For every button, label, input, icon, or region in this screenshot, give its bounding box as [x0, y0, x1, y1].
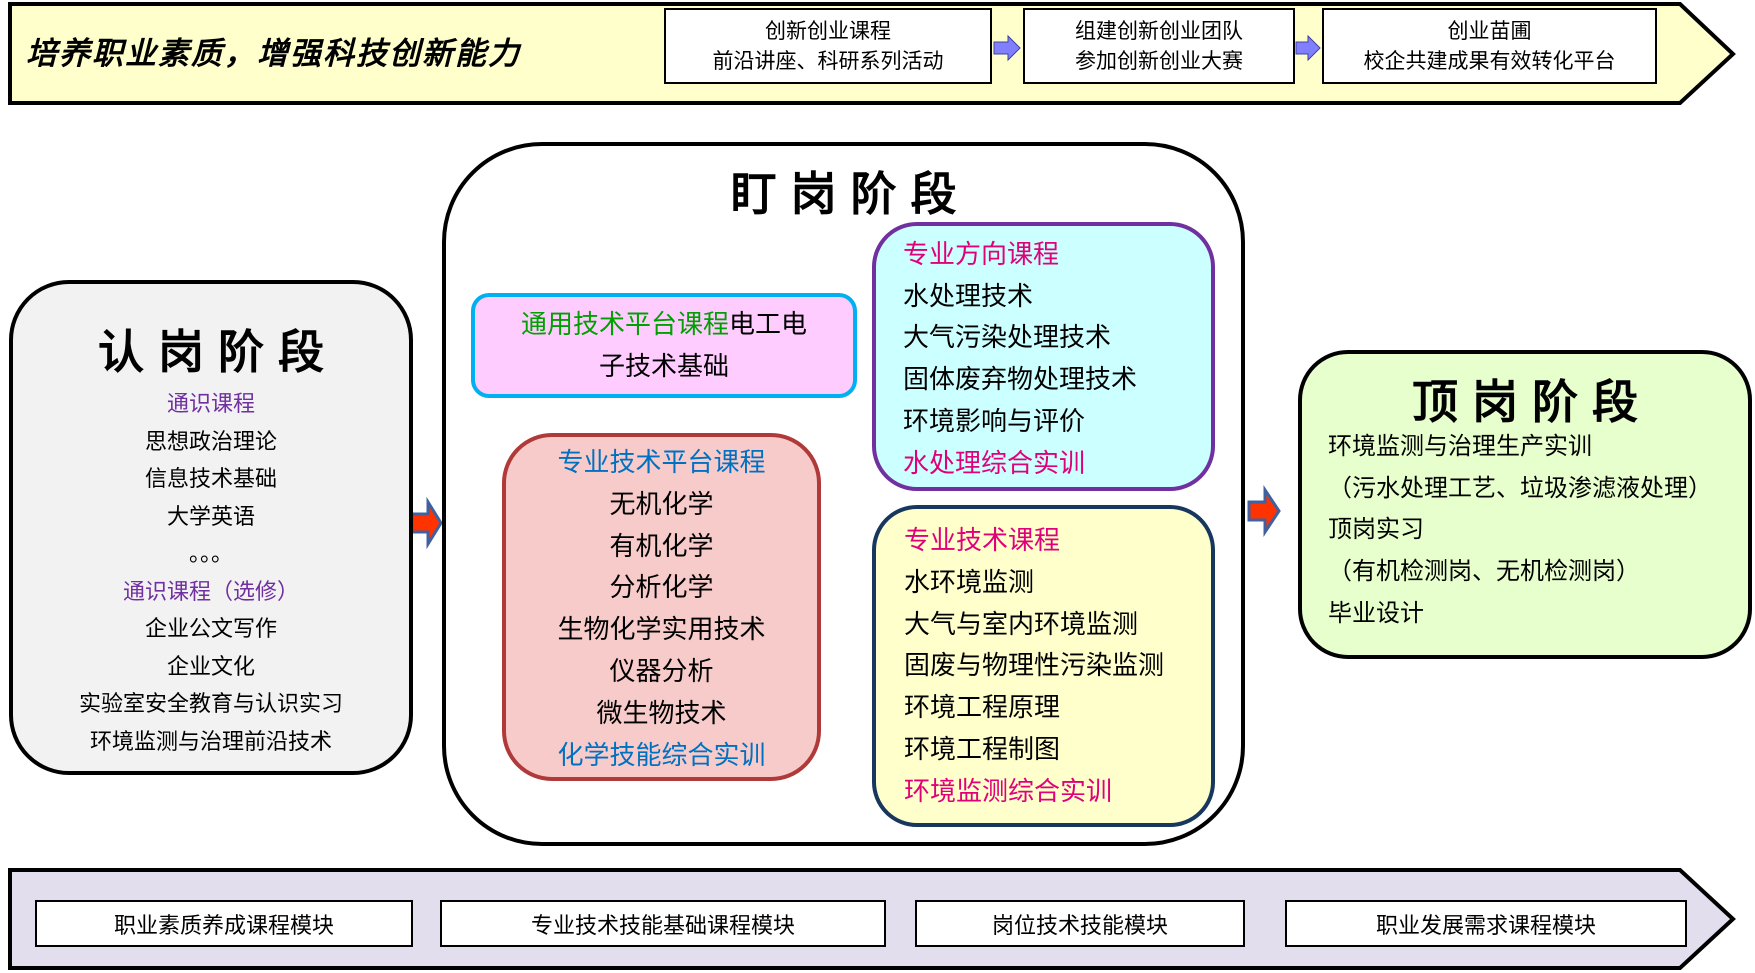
- step-line: 创新创业课程: [765, 19, 891, 43]
- section-heading: 通用技术平台课程: [520, 309, 729, 340]
- slogan: 培养职业素质，增强科技创新能力: [26, 36, 521, 72]
- technical-course-box: 专业技术课程 水环境监测 大气与室内环境监测 固废与物理性污染监测 环境工程原理…: [872, 505, 1215, 827]
- step-arrow-icon: [1295, 34, 1321, 62]
- step-arrow-icon: [993, 34, 1021, 62]
- course-item: 毕业设计: [1328, 598, 1424, 627]
- course-item: 子技术基础: [598, 351, 729, 382]
- step-line: 参加创新创业大赛: [1075, 49, 1243, 73]
- section-heading: 专业技术课程: [904, 526, 1061, 556]
- course-item: 环境工程制图: [904, 734, 1061, 765]
- course-item: 环境工程原理: [904, 693, 1061, 724]
- stage-title: 盯岗阶段: [730, 167, 971, 221]
- course-item: 水处理技术: [903, 281, 1034, 312]
- course-item: 环境监测与治理前沿技术: [89, 729, 332, 755]
- direction-course-box: 专业方向课程 水处理技术 大气污染处理技术 固体废弃物处理技术 环境影响与评价 …: [872, 222, 1215, 491]
- step-incubator: 创业苗圃校企共建成果有效转化平台: [1322, 8, 1657, 84]
- module-career-development: 职业发展需求课程模块: [1285, 900, 1687, 947]
- module-position-skills: 岗位技术技能模块: [915, 900, 1245, 947]
- step-line: 创业苗圃: [1447, 19, 1532, 43]
- course-item: 固废与物理性污染监测: [904, 651, 1165, 682]
- stage-watching: 盯岗阶段: [442, 142, 1245, 846]
- course-item: 。。。: [188, 542, 233, 567]
- module-technical-foundation: 专业技术技能基础课程模块: [440, 900, 886, 947]
- course-item: 环境影响与评价: [903, 406, 1086, 437]
- course-item: 有机化学: [609, 531, 714, 562]
- section-heading: 专业技术平台课程: [557, 448, 766, 478]
- course-item: 电工电: [729, 309, 808, 340]
- section-heading: 通识课程: [166, 392, 255, 417]
- course-item: 无机化学: [609, 489, 714, 520]
- stage-internship: 顶岗阶段 环境监测与治理生产实训 （污水处理工艺、垃圾渗滤液处理） 顶岗实习 （…: [1298, 350, 1752, 659]
- stage-title: 顶岗阶段: [1412, 375, 1652, 429]
- module-professional-quality: 职业素质养成课程模块: [35, 900, 413, 947]
- step-innovation-course: 创新创业课程前沿讲座、科研系列活动: [664, 8, 992, 84]
- section-footer: 水处理综合实训: [903, 448, 1086, 479]
- course-item: 大气污染处理技术: [903, 323, 1112, 354]
- section-heading: 专业方向课程: [903, 240, 1060, 270]
- course-item: 生物化学实用技术: [557, 615, 766, 646]
- course-item: （有机检测岗、无机检测岗）: [1328, 557, 1640, 586]
- step-line: 前沿讲座、科研系列活动: [712, 49, 944, 73]
- course-item: 信息技术基础: [144, 467, 277, 492]
- section-footer: 化学技能综合实训: [557, 740, 766, 771]
- section-footer: 环境监测综合实训: [904, 776, 1113, 807]
- course-item: 分析化学: [609, 573, 714, 604]
- stage-arrow-icon: [410, 496, 443, 550]
- course-item: 企业公文写作: [144, 617, 277, 642]
- general-platform-box: 通用技术平台课程电工电 子技术基础: [471, 293, 857, 398]
- course-item: 企业文化: [166, 654, 255, 680]
- step-line: 校企共建成果有效转化平台: [1363, 49, 1616, 73]
- course-item: 顶岗实习: [1328, 515, 1424, 544]
- professional-platform-box: 专业技术平台课程 无机化学 有机化学 分析化学 生物化学实用技术 仪器分析 微生…: [502, 433, 821, 781]
- course-item: 大气与室内环境监测: [904, 609, 1139, 640]
- stage-arrow-icon: [1247, 485, 1281, 537]
- course-item: （污水处理工艺、垃圾渗滤液处理）: [1328, 473, 1712, 502]
- course-item: 固体废弃物处理技术: [903, 365, 1138, 396]
- stage-title: 认岗阶段: [98, 325, 338, 379]
- course-item: 实验室安全教育与认识实习: [78, 692, 343, 717]
- stage-recognition: 认岗阶段 通识课程 思想政治理论 信息技术基础 大学英语 。。。 通识课程（选修…: [9, 280, 413, 775]
- course-item: 仪器分析: [609, 656, 714, 687]
- course-item: 微生物技术: [596, 698, 727, 729]
- course-item: 环境监测与治理生产实训: [1328, 432, 1592, 460]
- step-team: 组建创新创业团队参加创新创业大赛: [1023, 8, 1295, 84]
- course-item: 水环境监测: [904, 567, 1035, 598]
- section-heading: 通识课程（选修）: [122, 579, 299, 605]
- course-item: 思想政治理论: [144, 429, 277, 455]
- course-item: 大学英语: [166, 504, 255, 530]
- step-line: 组建创新创业团队: [1075, 19, 1243, 43]
